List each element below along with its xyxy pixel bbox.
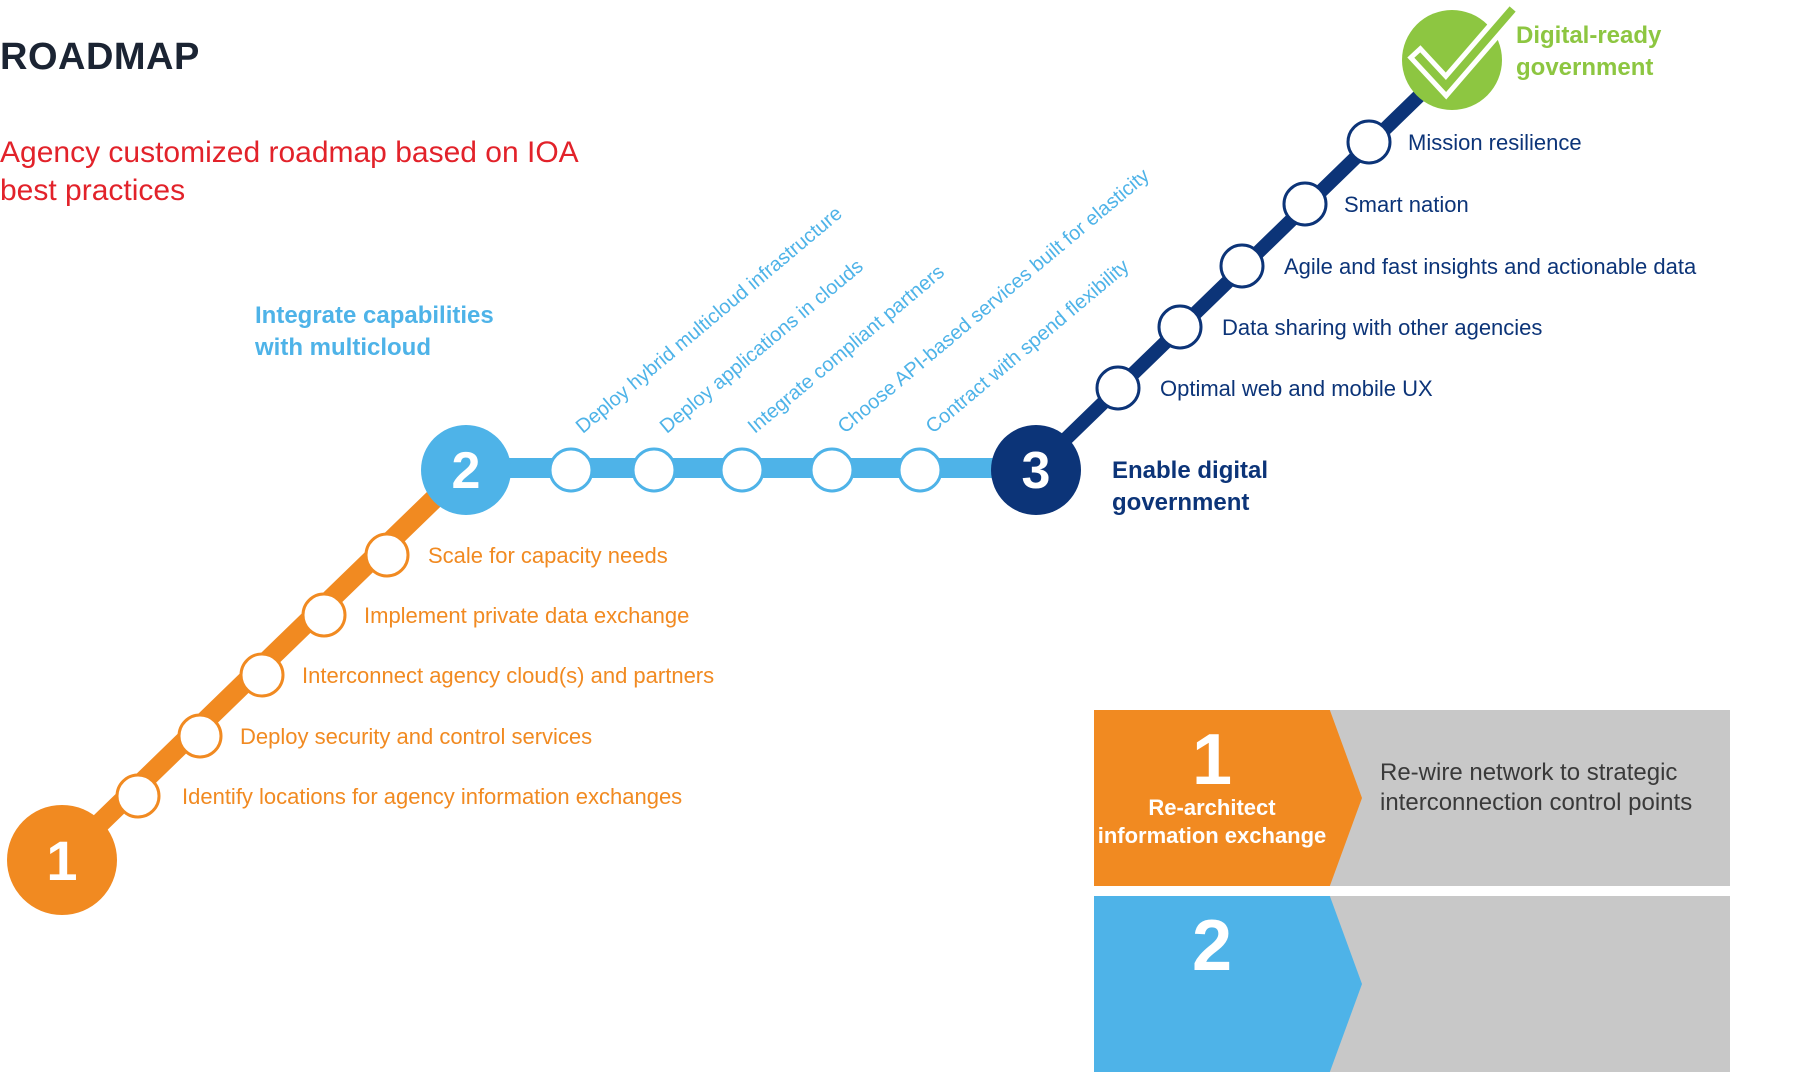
- roadmap-diagram: 1 2 3 ROADMAP Agency customized roadmap …: [0, 0, 1730, 1072]
- stage-2-number: 2: [452, 442, 481, 500]
- orange-step-marker: [301, 592, 347, 638]
- orange-step-marker: [239, 652, 285, 698]
- navy-step-label: Data sharing with other agencies: [1222, 315, 1543, 340]
- final-stage-heading: Digital-ready government: [1516, 22, 1662, 81]
- stage-3-heading: Enable digital government: [1112, 457, 1269, 516]
- blue-step-marker: [897, 447, 943, 493]
- blue-step-marker: [631, 447, 677, 493]
- legend-tab-blue: 2: [1094, 896, 1362, 1072]
- legend-tab-orange: 1 Re-architect information exchange: [1094, 710, 1362, 886]
- navy-step-marker: [1095, 365, 1141, 411]
- orange-step-marker: [364, 532, 410, 578]
- orange-step-marker: [115, 773, 161, 819]
- orange-step-label: Implement private data exchange: [364, 603, 690, 628]
- stage-1-circle: [7, 805, 117, 915]
- legend-number: 1: [1191, 720, 1233, 800]
- orange-step-label: Interconnect agency cloud(s) and partner…: [302, 663, 715, 688]
- orange-step-label: Deploy security and control services: [240, 724, 593, 749]
- roadmap-path-graphic: 1 2 3: [7, 0, 1523, 915]
- blue-step-marker: [809, 447, 855, 493]
- navy-step-marker: [1282, 181, 1328, 227]
- legend-description: Re-wire network to strategic interconnec…: [1380, 759, 1693, 816]
- stage-3-circle: [991, 425, 1081, 515]
- page-title: ROADMAP: [0, 36, 200, 78]
- legend-card-2: 2: [1094, 896, 1730, 1072]
- orange-step-marker: [177, 713, 223, 759]
- legend-title: Re-architect information exchange: [1097, 795, 1327, 848]
- stage-3-number: 3: [1022, 442, 1051, 500]
- legend-card-1: 1 Re-architect information exchange Re-w…: [1094, 710, 1730, 886]
- navy-step-label: Smart nation: [1344, 192, 1469, 217]
- stage-2-circle: [421, 425, 511, 515]
- blue-step-marker: [719, 447, 765, 493]
- orange-step-label: Scale for capacity needs: [428, 543, 668, 568]
- blue-step-marker: [548, 447, 594, 493]
- stage-2-heading: Integrate capabilities with multicloud: [255, 302, 494, 361]
- navy-step-marker: [1157, 304, 1203, 350]
- orange-step-label: Identify locations for agency informatio…: [182, 784, 683, 809]
- navy-step-label: Optimal web and mobile UX: [1160, 376, 1433, 401]
- navy-step-marker: [1219, 243, 1265, 289]
- subtitle: Agency customized roadmap based on IOA b…: [0, 136, 578, 207]
- legend-number: 2: [1191, 906, 1233, 986]
- navy-step-label: Agile and fast insights and actionable d…: [1284, 254, 1697, 279]
- stage-1-number: 1: [46, 829, 77, 892]
- checkmark-icon: [1402, 0, 1523, 110]
- navy-step-marker: [1346, 119, 1392, 165]
- navy-step-label: Mission resilience: [1408, 130, 1582, 155]
